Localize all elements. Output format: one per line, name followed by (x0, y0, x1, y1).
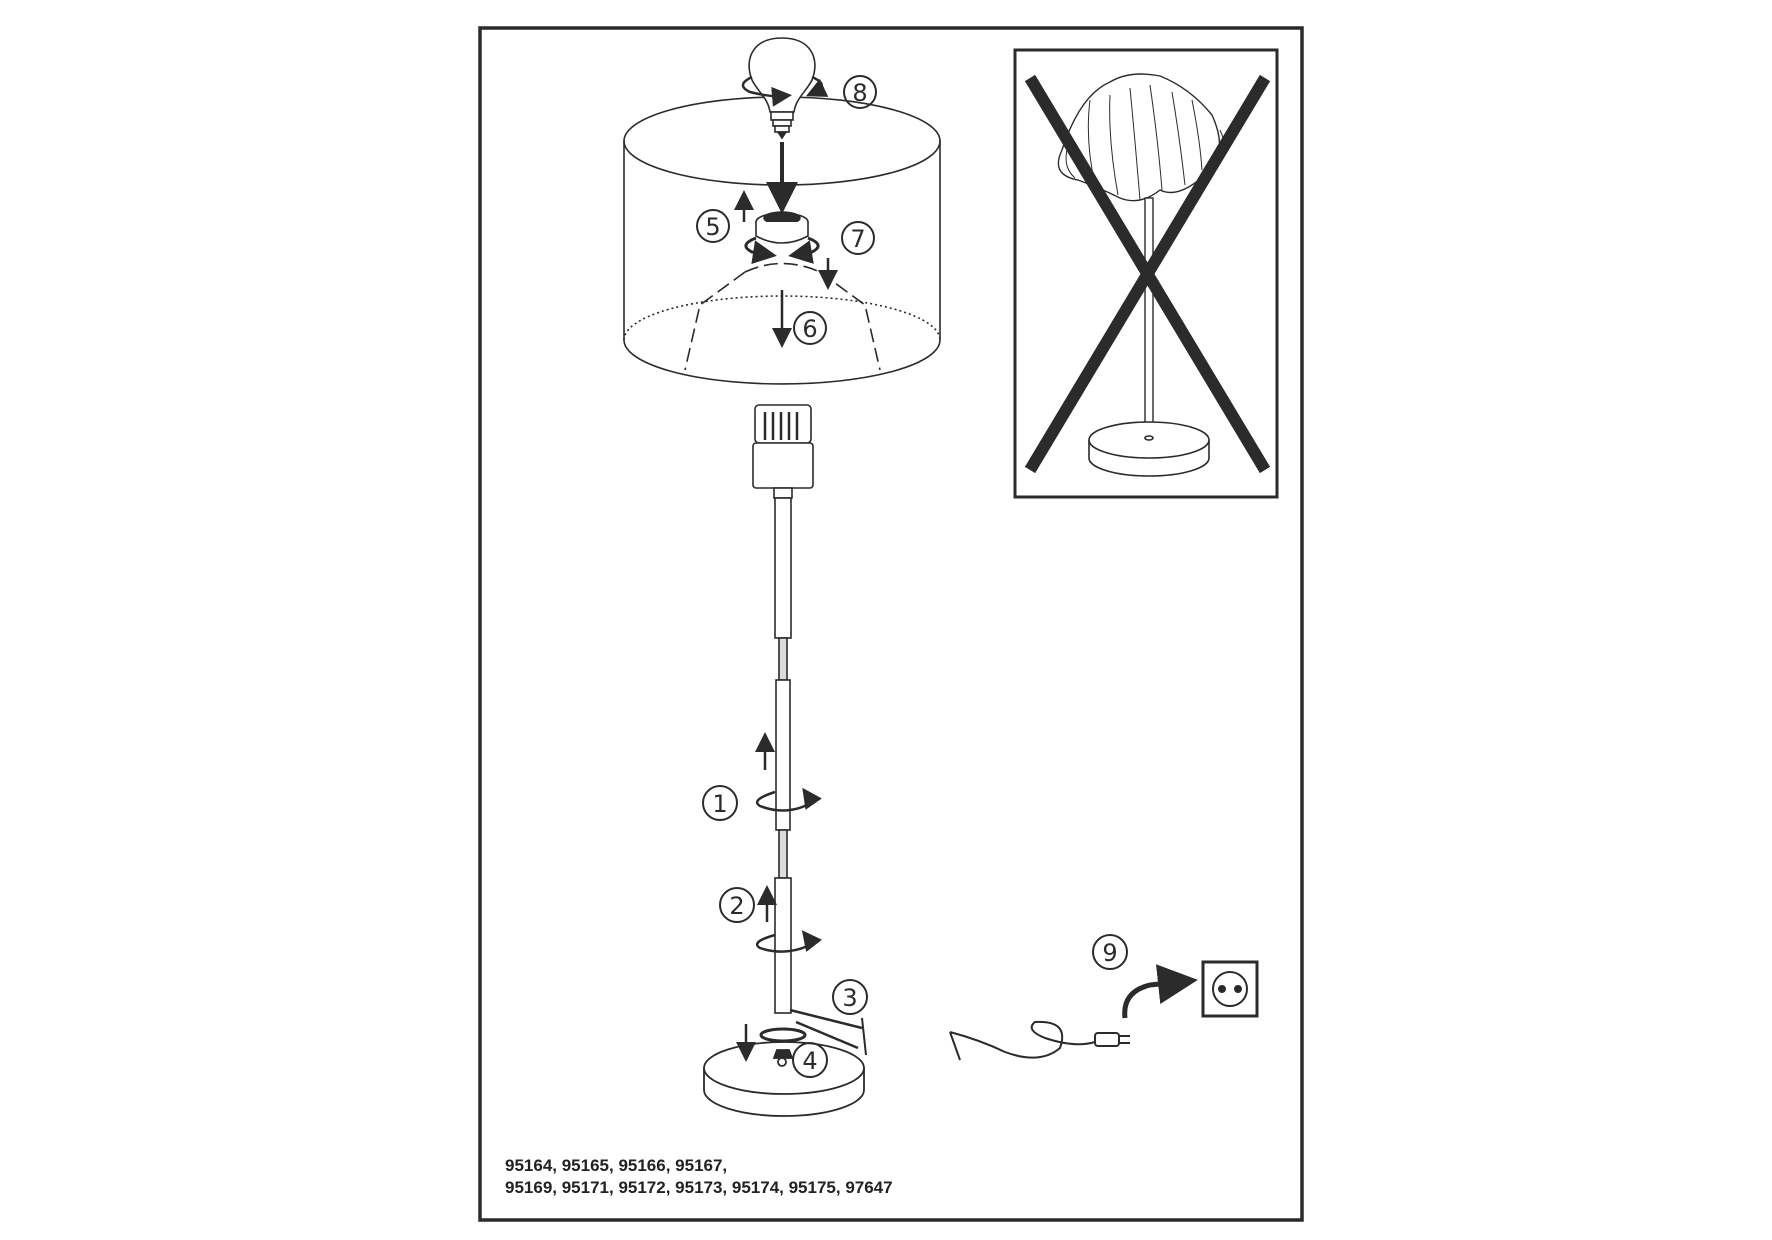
step-2-rotate-arrow (755, 930, 823, 953)
rotate-arrow-icon (741, 75, 829, 107)
step-7-circle (841, 221, 875, 255)
step-3-label: 3 (842, 984, 857, 1012)
model-numbers: 95164, 95165, 95166, 95167, 95169, 95171… (505, 1155, 893, 1199)
light-bulb-icon (748, 37, 816, 140)
pole-socket-icon (752, 404, 814, 499)
step-5-circle (696, 209, 730, 243)
step-7-label: 7 (850, 225, 865, 253)
lamp-base-icon (703, 1027, 865, 1117)
model-numbers-line-1: 95164, 95165, 95166, 95167, (505, 1156, 728, 1175)
step-4-label: 4 (802, 1047, 817, 1075)
step-3-circle (832, 979, 868, 1015)
power-plug-icon (949, 1020, 1130, 1061)
lamp-pole-icon (774, 497, 792, 1014)
outer-frame (478, 26, 1304, 1222)
step-1-circle (702, 785, 738, 821)
step-2-circle (719, 887, 755, 923)
wall-socket-icon (1201, 960, 1259, 1018)
shade-socket-icon (755, 211, 809, 244)
step-1-label: 1 (712, 790, 727, 818)
step-9-circle (1092, 934, 1128, 970)
step-8-label: 8 (852, 79, 867, 107)
crossed-out-icon (1013, 48, 1279, 499)
step-3-cable-arrow (789, 1008, 867, 1056)
shade-ring-rotate-arrows (744, 236, 820, 265)
step-5-label: 5 (705, 213, 720, 241)
step-2-label: 2 (729, 892, 744, 920)
model-numbers-line-2: 95169, 95171, 95172, 95173, 95174, 95175… (505, 1178, 893, 1197)
plug-to-socket-arrow (1122, 964, 1198, 1019)
step-6-label: 6 (802, 315, 817, 343)
step-1-rotate-arrow (755, 787, 822, 812)
step-4-circle (792, 1042, 828, 1078)
step-8-circle (843, 75, 877, 109)
step-6-circle (793, 311, 827, 345)
step-9-label: 9 (1102, 939, 1117, 967)
